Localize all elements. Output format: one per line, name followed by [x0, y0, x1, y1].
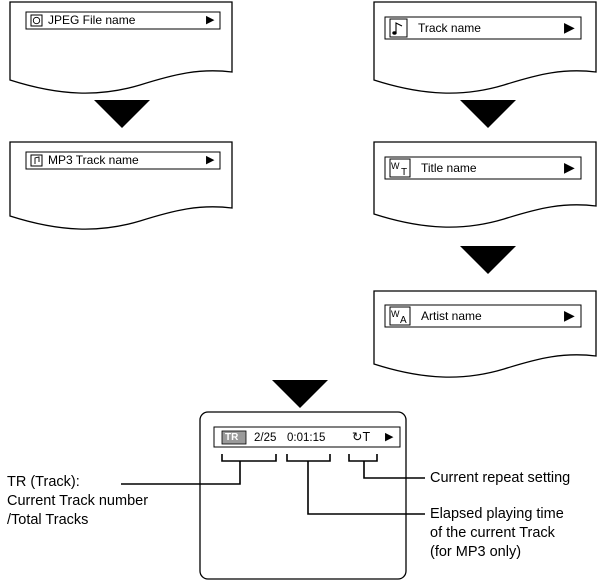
callout-brackets [121, 454, 425, 515]
svg-text:W: W [391, 161, 400, 171]
elapsed-annotation-line3: (for MP3 only) [430, 544, 522, 560]
down-arrow-icon [272, 380, 328, 408]
track-count: 2/25 [254, 432, 277, 444]
down-arrow-icon [460, 246, 516, 274]
tr-annotation-line2: Current Track number [7, 493, 149, 509]
jpeg-file-icon [30, 14, 43, 27]
elapsed-annotation-line1: Elapsed playing time [430, 506, 564, 522]
playback-screen [199, 411, 407, 580]
artist-name-label: Artist name [421, 309, 482, 323]
tr-annotation-line3: /Total Tracks [7, 512, 89, 528]
elapsed-time: 0:01:15 [287, 432, 326, 444]
play-triangle-icon: ▶ [564, 307, 575, 323]
tr-annotation-line1: TR (Track): [7, 474, 80, 490]
play-triangle-icon: ▶ [564, 159, 575, 175]
down-arrow-icon [94, 100, 150, 128]
play-triangle-icon: ▶ [206, 154, 215, 166]
play-triangle-icon: ▶ [206, 14, 215, 26]
track-screen [373, 1, 597, 94]
play-triangle-icon: ▶ [385, 431, 394, 443]
title-name-label: Title name [421, 161, 477, 175]
svg-text:A: A [400, 315, 407, 326]
mp3-screen [9, 141, 233, 230]
jpeg-screen [9, 1, 233, 94]
elapsed-annotation: Elapsed playing time of the current Trac… [430, 505, 564, 562]
repeat-setting: ↻T [352, 430, 371, 444]
music-note-icon [389, 18, 408, 38]
tr-annotation: TR (Track): Current Track number /Total … [7, 473, 148, 530]
artist-screen [373, 290, 597, 378]
mp3-track-label: MP3 Track name [48, 153, 139, 167]
elapsed-annotation-line2: of the current Track [430, 525, 555, 541]
play-triangle-icon: ▶ [564, 19, 575, 35]
svg-text:W: W [391, 309, 400, 319]
jpeg-file-label: JPEG File name [48, 13, 136, 27]
svg-text:T: T [401, 167, 407, 178]
title-screen [373, 141, 597, 228]
title-icon: W T [389, 158, 411, 178]
repeat-annotation: Current repeat setting [430, 469, 570, 488]
down-arrow-icon [460, 100, 516, 128]
tr-badge: TR [225, 432, 239, 443]
track-name-label: Track name [418, 21, 481, 35]
artist-icon: W A [389, 306, 411, 326]
repeat-annotation-text: Current repeat setting [430, 470, 571, 486]
mp3-file-icon [30, 154, 43, 167]
